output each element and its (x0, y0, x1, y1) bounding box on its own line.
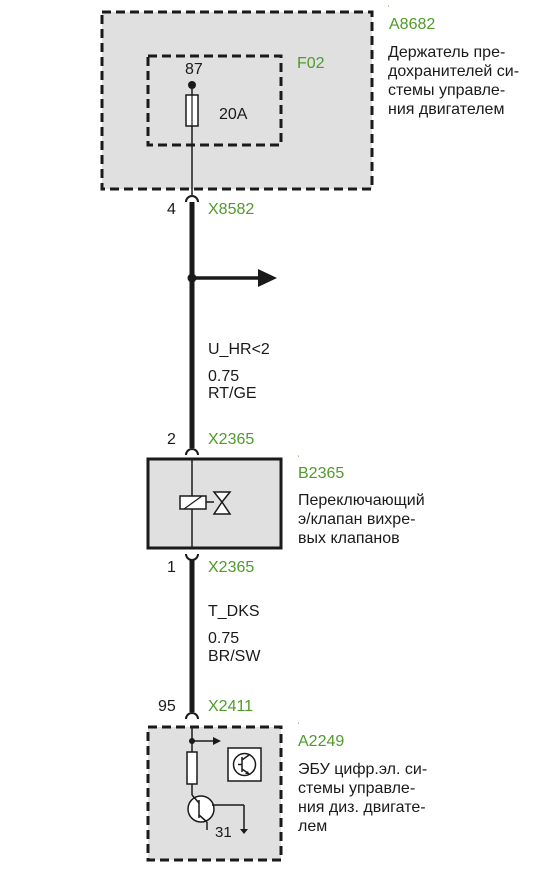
a8682-id: A8682 (389, 16, 435, 33)
ground-icon (240, 829, 248, 834)
small-arrow-right-icon (213, 737, 221, 745)
x2365-bottom-pin: 1 (167, 559, 176, 576)
a2249-id-mark: ˈ (297, 722, 300, 733)
x2365-top-id: X2365 (208, 431, 254, 448)
b2365-component: ˈ B2365 Переключающий э/клапан вихре- вы… (146, 455, 425, 550)
a8682-component: A8682 ˈ Держатель пре- дохранителей си- … (100, 5, 519, 191)
x2365-bottom-connector: 1 X2365 (167, 553, 254, 576)
arrow-right-icon (258, 269, 277, 287)
transistor-symbol-icon (187, 794, 245, 830)
wire2-signal: T_DKS (208, 603, 260, 620)
a8682-desc-line1: Держатель пре- (388, 44, 505, 61)
wire1-color: RT/GE (208, 385, 257, 402)
valve-icon (212, 491, 232, 515)
b2365-desc-line3: вых клапанов (298, 530, 400, 547)
a2249-ground-label: 31 (215, 824, 232, 841)
f02-id: F02 (297, 55, 325, 72)
b2365-id: B2365 (298, 465, 344, 482)
x2411-connector-icon (185, 712, 199, 720)
f02-rating: 20A (219, 106, 248, 123)
wire2-labels: T_DKS 0.75 BR/SW (208, 603, 261, 665)
a8682-id-mark: ˈ (387, 5, 390, 16)
x8582-id: X8582 (208, 201, 254, 218)
x2365-top-connector-icon (185, 448, 199, 456)
a2249-desc-line2: стемы управле- (298, 780, 415, 797)
wire1-signal: U_HR<2 (208, 341, 270, 358)
a2249-desc-line1: ЭБУ цифр.эл. си- (298, 761, 427, 778)
x2411-connector: 95 X2411 (158, 698, 253, 720)
resistor-icon (186, 751, 198, 785)
b2365-desc-line1: Переключающий (298, 492, 425, 509)
solenoid-slash (183, 495, 203, 510)
x8582-connector-icon (185, 195, 199, 203)
x2365-bottom-connector-icon (185, 553, 199, 561)
wire1-labels: U_HR<2 0.75 RT/GE (208, 341, 270, 402)
wire2-gauge: 0.75 (208, 630, 239, 647)
x8582-connector: 4 X8582 (167, 195, 254, 218)
x2411-id: X2411 (208, 698, 253, 715)
f02-box (146, 54, 283, 147)
wire2-color: BR/SW (208, 648, 261, 665)
a8682-desc-line3: стемы управле- (388, 82, 505, 99)
f02-fuse: F02 87 20A (146, 54, 325, 195)
a2249-component: 31 ˈ A2249 ЭБУ цифр.эл. си- стемы управл… (146, 722, 427, 862)
x2411-pin: 95 (158, 698, 176, 715)
x2365-top-connector: 2 X2365 (167, 431, 254, 456)
transistor-icon (227, 747, 262, 782)
a2249-desc-line3: ния диз. двигате- (298, 799, 426, 816)
f02-pin: 87 (185, 61, 203, 78)
a8682-box (100, 10, 374, 191)
wire1-gauge: 0.75 (208, 368, 239, 385)
a2249-id: A2249 (298, 733, 344, 750)
a2249-desc-line4: лем (298, 818, 327, 835)
a8682-desc-line4: ния двигателем (388, 101, 504, 118)
branch-connection (187, 269, 277, 287)
b2365-id-mark: ˈ (297, 455, 300, 466)
x2365-top-pin: 2 (167, 431, 176, 448)
b2365-box (146, 457, 283, 550)
a8682-desc-line2: дохранителей си- (388, 63, 519, 80)
x2365-bottom-id: X2365 (208, 559, 254, 576)
b2365-desc-line2: э/клапан вихре- (298, 511, 415, 528)
x8582-pin: 4 (167, 201, 176, 218)
